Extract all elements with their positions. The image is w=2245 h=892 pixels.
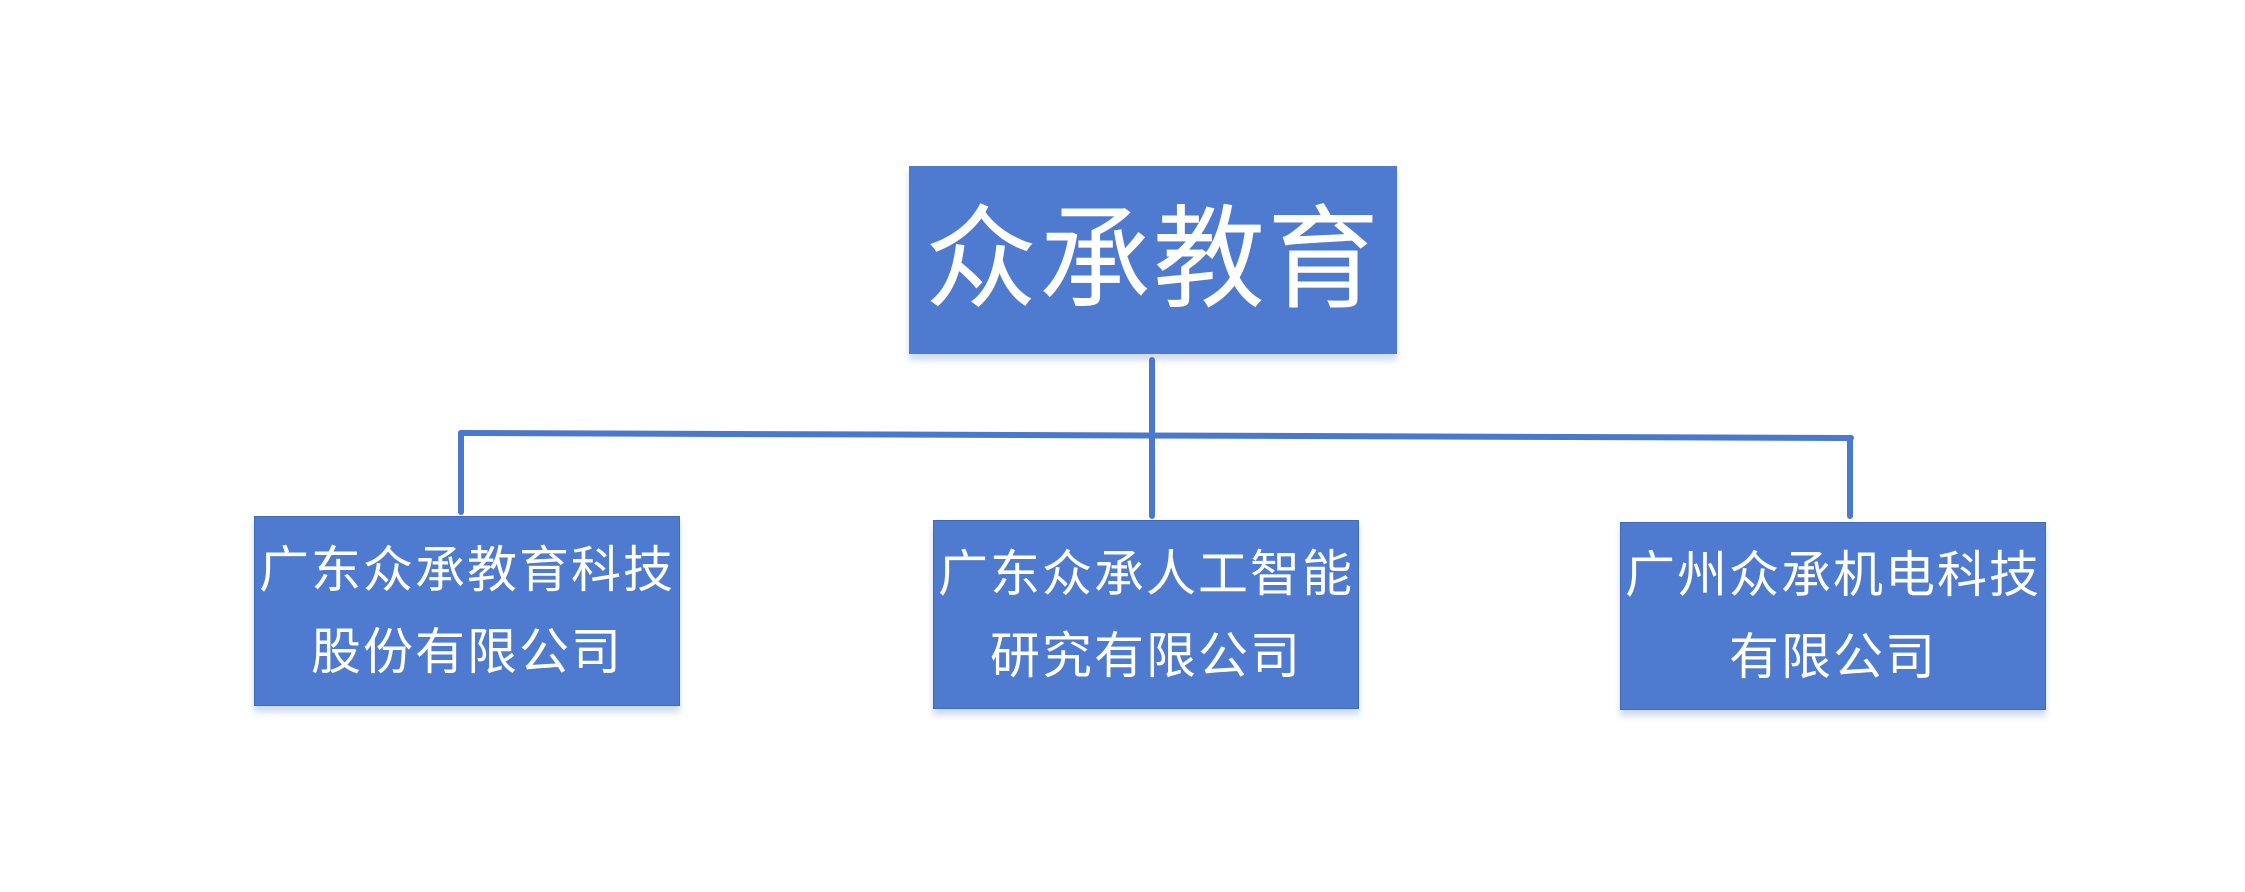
root-node-box: 众承教育 (909, 166, 1397, 354)
horizontal-bus-connector (458, 430, 1854, 441)
child-node-2-line-2: 研究有限公司 (990, 626, 1302, 685)
child-node-3-line-2: 有限公司 (1729, 628, 1937, 686)
child-node-box-3: 广州众承机电科技 有限公司 (1620, 522, 2046, 710)
child-node-box-2: 广东众承人工智能 研究有限公司 (933, 520, 1359, 709)
child-node-2-line-1: 广东众承人工智能 (938, 544, 1354, 603)
root-node-label: 众承教育 (925, 195, 1381, 325)
child-node-3-line-1: 广州众承机电科技 (1625, 546, 2041, 604)
child-node-1-line-1: 广东众承教育科技 (259, 541, 675, 599)
child-node-box-1: 广东众承教育科技 股份有限公司 (254, 516, 680, 706)
child-node-1-line-2: 股份有限公司 (311, 623, 623, 681)
